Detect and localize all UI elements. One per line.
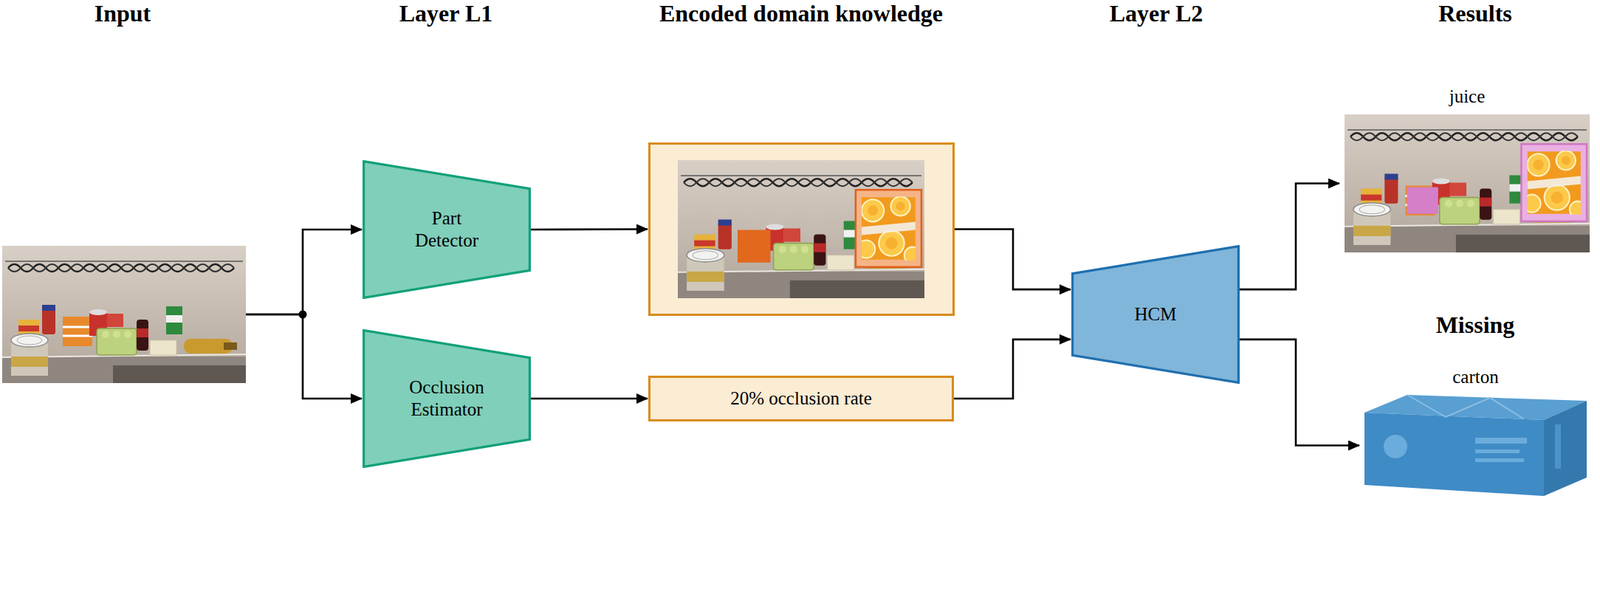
arrow-connector — [1239, 339, 1360, 446]
image-caption: carton — [1452, 366, 1499, 389]
fridge-photo — [2, 245, 246, 384]
fridge-photo-annotated — [677, 160, 925, 299]
block-outline — [362, 160, 531, 300]
carton-picture — [1364, 395, 1587, 497]
column-heading: Input — [94, 0, 152, 28]
section-heading: Missing — [1436, 311, 1516, 339]
input-image — [2, 245, 246, 384]
carton-picture — [1475, 437, 1527, 444]
block-outline — [362, 329, 531, 469]
arrow-connector — [245, 314, 362, 399]
occlusion-rate-box: 20% occlusion rate — [648, 375, 954, 422]
part-detector-block: Part Detector — [362, 160, 531, 300]
juice-picture — [1522, 150, 1586, 218]
fridge-photo-annotated — [677, 160, 925, 299]
fridge-photo-result — [1344, 114, 1590, 253]
arrow-connector — [954, 229, 1071, 291]
node-label: HCM — [1134, 303, 1177, 326]
node-label: Occlusion Estimator — [409, 376, 484, 421]
fridge-photo — [2, 245, 246, 384]
panel-fill — [648, 142, 955, 317]
arrow-connector — [530, 228, 648, 231]
block-outline — [1072, 246, 1239, 384]
object-box — [1520, 143, 1587, 222]
carton-picture — [1554, 424, 1561, 469]
juice-picture — [857, 196, 921, 263]
arrow-connector — [953, 339, 1071, 399]
arrow-connector — [530, 397, 648, 401]
part-highlight — [1407, 187, 1439, 215]
carton-picture — [1475, 449, 1520, 454]
part-highlight — [737, 230, 771, 263]
carton-picture — [1475, 458, 1524, 463]
hcm-block: HCM — [1071, 245, 1240, 384]
column-heading: Encoded domain knowledge — [659, 0, 943, 28]
result-image: juice — [1344, 114, 1590, 253]
carton-picture — [1364, 412, 1544, 497]
fridge-photo-result — [1344, 114, 1590, 253]
node-label: Part Detector — [414, 207, 479, 252]
part-box — [855, 189, 922, 268]
image-caption: juice — [1449, 85, 1486, 108]
carton-picture — [1543, 400, 1587, 497]
occlusion-estimator-block: Occlusion Estimator — [362, 329, 531, 469]
arrow-connector — [1239, 183, 1340, 291]
arrow-connector — [245, 229, 362, 315]
knowledge-panel — [648, 142, 955, 317]
block-outline — [364, 161, 531, 299]
carton-picture — [1383, 434, 1408, 459]
missing-object: carton — [1364, 395, 1587, 497]
column-heading: Results — [1438, 0, 1513, 28]
node-label: 20% occlusion rate — [730, 387, 872, 410]
column-heading: Layer L1 — [399, 0, 494, 28]
carton-picture — [1407, 395, 1524, 419]
block-outline — [364, 330, 531, 468]
column-heading: Layer L2 — [1109, 0, 1204, 28]
